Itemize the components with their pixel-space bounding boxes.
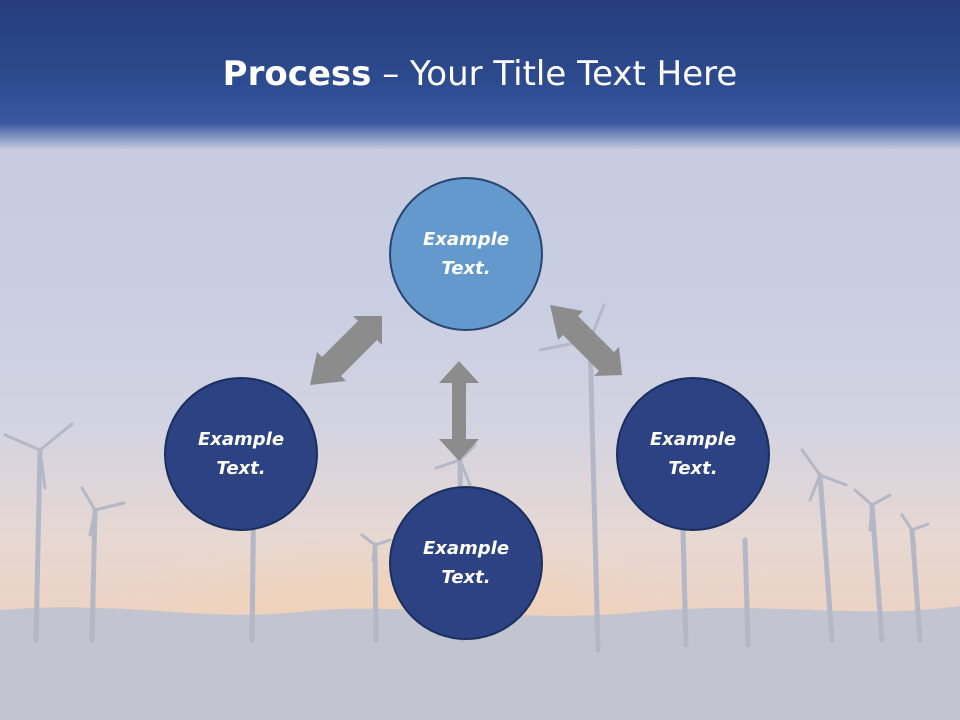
double-arrow-icon xyxy=(439,361,479,461)
process-step-top[interactable]: Example Text. xyxy=(389,177,543,331)
process-step-bottom-label: Example Text. xyxy=(422,538,510,588)
process-step-right[interactable]: Example Text. xyxy=(616,377,770,531)
title-bold: Process xyxy=(222,54,372,94)
process-step-top-label: Example Text. xyxy=(422,229,510,279)
process-step-left[interactable]: Example Text. xyxy=(164,377,318,531)
process-step-left-label: Example Text. xyxy=(197,429,285,479)
title-rest: Your Title Text Here xyxy=(410,54,738,94)
double-arrow-icon xyxy=(550,305,622,376)
process-step-bottom[interactable]: Example Text. xyxy=(389,486,543,640)
title-separator: – xyxy=(371,54,411,94)
process-step-right-label: Example Text. xyxy=(649,429,737,479)
double-arrow-icon xyxy=(310,316,382,385)
title-bar xyxy=(0,0,960,150)
page-title: Process – Your Title Text Here xyxy=(0,50,960,98)
